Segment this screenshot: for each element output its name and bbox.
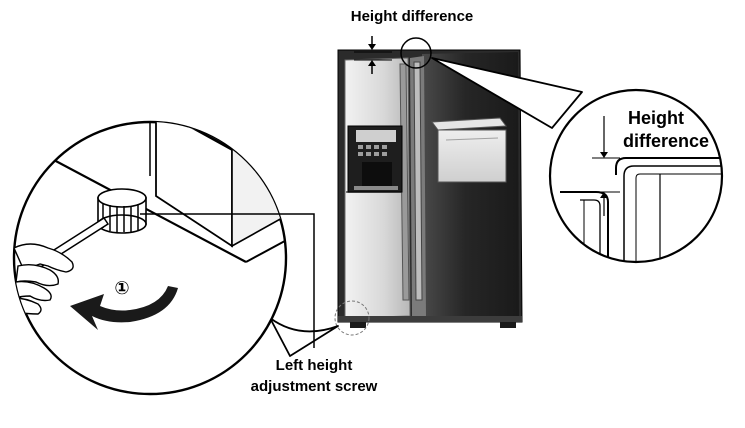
top-height-difference-label: Height difference: [351, 8, 474, 25]
right-door-bin: [431, 117, 507, 183]
refrigerator: [337, 49, 523, 328]
top-height-difference-indicator: [354, 36, 392, 74]
fridge-right-foot: [500, 318, 516, 328]
zoom-height-difference-label-2: difference: [623, 131, 709, 151]
right-door-handle: [413, 61, 423, 301]
screw-label: Left height: [276, 357, 353, 374]
fridge-left-foot: [350, 318, 366, 328]
door-gap-marker: [400, 37, 432, 69]
leveling-screw: [97, 188, 147, 234]
zoom-height-difference-label: Height: [628, 108, 684, 128]
screw-leader-line: [140, 213, 315, 348]
dispenser: [347, 125, 403, 193]
screw-callout: ①: [12, 120, 339, 396]
left-door-handle: [399, 63, 410, 301]
step-marker: ①: [114, 278, 129, 298]
screw-location-marker: [334, 300, 370, 336]
hand: [14, 243, 74, 316]
screw-label-2: adjustment screw: [251, 378, 378, 395]
rotation-arrow: [70, 286, 178, 330]
door-gap-callout: Height difference: [431, 57, 724, 264]
